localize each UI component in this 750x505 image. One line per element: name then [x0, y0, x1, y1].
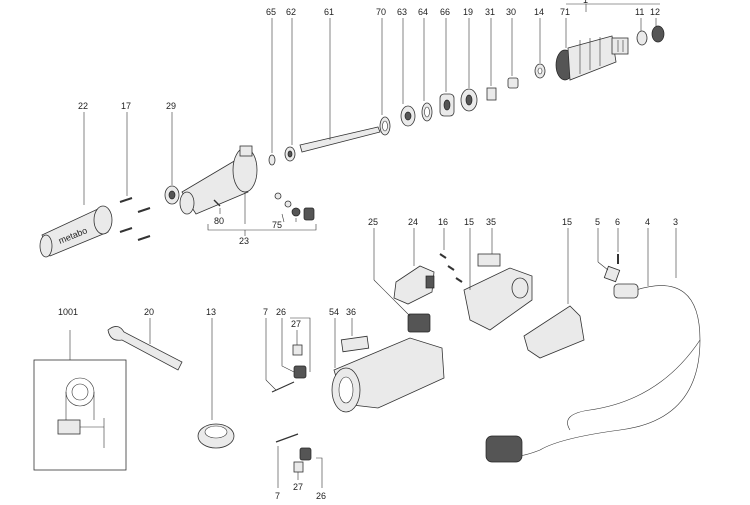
label-64: 64 [418, 7, 428, 17]
part-26-brush-holder-upper [281, 317, 311, 379]
label-23: 23 [239, 236, 249, 246]
part-61-spindle-shaft [299, 18, 381, 153]
label-27-lower: 27 [293, 482, 303, 492]
part-19-bearing [460, 18, 478, 112]
part-25-connector [373, 228, 431, 333]
label-25: 25 [368, 217, 378, 227]
label-22: 22 [78, 101, 88, 111]
part-17-screws [119, 112, 151, 241]
part-29-nut [164, 112, 180, 205]
label-3: 3 [673, 217, 678, 227]
label-16: 16 [438, 217, 448, 227]
part-54-motor-housing [331, 318, 445, 413]
label-24: 24 [408, 217, 418, 227]
part-63-bearing [400, 18, 416, 127]
part-22-nose-cap: metabo [39, 112, 113, 258]
label-17: 17 [121, 101, 131, 111]
part-66-collar [439, 18, 455, 117]
label-27-upper: 27 [291, 319, 301, 329]
label-14: 14 [534, 7, 544, 17]
part-70-washer [379, 18, 391, 136]
part-7-brush-lower [275, 433, 299, 488]
part-16-screws [439, 228, 463, 283]
part-12-cap [651, 18, 665, 43]
part-26-brush-holder-lower [299, 447, 323, 488]
part-11-bearing [636, 18, 648, 46]
label-65: 65 [266, 7, 276, 17]
label-30: 30 [506, 7, 516, 17]
part-23-gear-housing [179, 145, 258, 215]
part-15-housing-right [523, 228, 585, 359]
label-7-lower: 7 [275, 491, 280, 501]
label-6: 6 [615, 217, 620, 227]
part-27-brush-upper [292, 330, 303, 356]
label-80: 80 [214, 216, 224, 226]
label-66: 66 [440, 7, 450, 17]
label-20: 20 [144, 307, 154, 317]
label-26-lower: 26 [316, 491, 326, 501]
label-15-right: 15 [562, 217, 572, 227]
label-1: 1 [583, 0, 588, 5]
part-3-power-cord [485, 228, 701, 463]
part-27-brush-lower [293, 461, 304, 480]
part-36-label [340, 318, 370, 353]
label-5: 5 [595, 217, 600, 227]
part-13-locking-ring [197, 318, 235, 449]
part-labels: 1 65 62 61 70 63 64 66 19 31 30 14 71 11… [58, 0, 678, 501]
part-5-clamp [597, 228, 621, 283]
label-62: 62 [286, 7, 296, 17]
part-35-label [477, 228, 501, 267]
label-71: 71 [560, 7, 570, 17]
label-1001: 1001 [58, 307, 78, 317]
part-24-switch [393, 228, 435, 305]
label-12: 12 [650, 7, 660, 17]
part-75-small-parts [274, 192, 315, 223]
label-29: 29 [166, 101, 176, 111]
part-62-ring [284, 18, 296, 162]
label-7-upper: 7 [263, 307, 268, 317]
part-1001-schematic [33, 330, 127, 471]
label-15-left: 15 [464, 217, 474, 227]
label-26-upper: 26 [276, 307, 286, 317]
part-20-wrench [107, 318, 183, 371]
label-70: 70 [376, 7, 386, 17]
label-19: 19 [463, 7, 473, 17]
part-15-housing-left [463, 228, 533, 331]
label-35: 35 [486, 217, 496, 227]
label-61: 61 [324, 7, 334, 17]
part-30-nut [507, 18, 519, 89]
part-65-washer [268, 18, 276, 166]
label-36: 36 [346, 307, 356, 317]
part-31-clip [486, 18, 497, 101]
part-80-key [213, 199, 221, 214]
part-7-brush-upper [265, 318, 295, 393]
label-13: 13 [206, 307, 216, 317]
label-11: 11 [635, 7, 644, 17]
label-63: 63 [397, 7, 407, 17]
label-75: 75 [272, 220, 282, 230]
bracket-23 [207, 192, 317, 236]
label-31: 31 [485, 7, 495, 17]
part-64-ring [421, 18, 433, 122]
part-71-armature [555, 18, 629, 81]
part-14-washer [534, 18, 546, 79]
label-4: 4 [645, 217, 650, 227]
label-54: 54 [329, 307, 339, 317]
